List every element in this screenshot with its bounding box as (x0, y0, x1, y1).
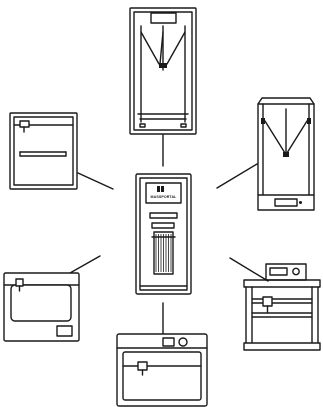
printer-display-screen (162, 337, 175, 347)
connector-upper-left (77, 172, 114, 190)
printer-control-box (265, 263, 307, 281)
box-printer-bottom (116, 333, 208, 407)
printer-display-screen (56, 325, 73, 337)
delta-printer-top (129, 7, 197, 135)
connector-upper-right (216, 163, 258, 189)
tall-printer-upper-right (257, 97, 315, 211)
hub-brand-label: MASSPORTAL (151, 195, 178, 199)
printer-display-screen (150, 12, 177, 24)
connector-lower-left (69, 255, 101, 274)
connector-lower-right (229, 257, 269, 282)
hub-device: MASSPORTAL (135, 173, 192, 295)
enclosed-printer-lower-left (3, 272, 80, 342)
printer-display-screen (274, 198, 298, 207)
connectors (69, 134, 269, 335)
cube-printer-upper-left (9, 112, 78, 190)
open-frame-printer-lower-right (243, 263, 321, 351)
